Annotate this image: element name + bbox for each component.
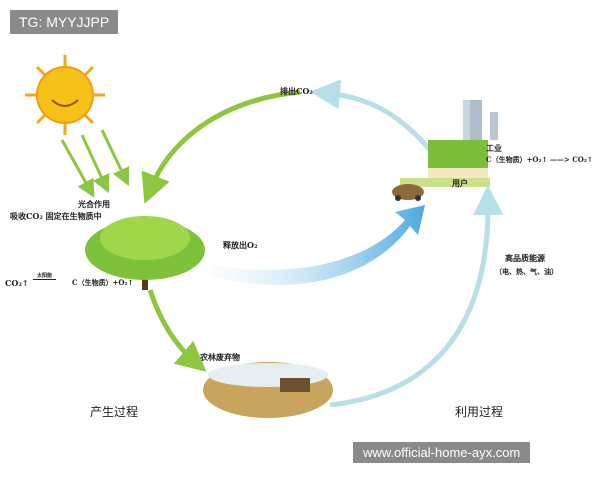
- sun-icon: [25, 55, 105, 135]
- arc-user-to-emit: [310, 79, 432, 152]
- label-emit-co2: 排出CO₂: [280, 86, 313, 96]
- arc-waste-to-user: [329, 185, 504, 408]
- label-photosynthesis: 光合作用: [78, 199, 110, 209]
- farm-waste-image: [203, 362, 333, 418]
- photo-eq-left: CO₂↑: [5, 278, 29, 288]
- label-release-o2: 释放出O₂: [223, 240, 258, 250]
- label-industry: 工业: [486, 143, 502, 153]
- tree-icon: [85, 216, 205, 290]
- car-icon: [392, 184, 424, 201]
- label-energy-types: （电、热、气、油）: [495, 267, 558, 276]
- label-utilization-process: 利用过程: [455, 405, 504, 419]
- o2-release-arrow: [210, 205, 425, 285]
- photo-eq-right: C（生物质）+O₂↑: [72, 278, 134, 287]
- label-farm-waste: 农林废弃物: [200, 352, 240, 362]
- arc-tree-to-waste: [147, 289, 207, 372]
- label-user: 用户: [452, 178, 468, 188]
- watermark-bottom: www.official-home-ayx.com: [353, 442, 531, 463]
- label-industry-equation: C（生物质）+O₂↑ ——> CO₂↑: [486, 155, 593, 164]
- arc-emit-to-tree: [141, 89, 301, 204]
- label-energy: 高品质能源: [505, 253, 545, 263]
- label-absorb-co2: 吸收CO₂ 固定在生物质中: [10, 211, 102, 221]
- photo-eq-condition: 太阳能: [33, 272, 57, 280]
- house-icon: [400, 100, 498, 187]
- label-production-process: 产生过程: [90, 405, 139, 419]
- watermark-top: TG: MYYJJPP: [10, 10, 119, 34]
